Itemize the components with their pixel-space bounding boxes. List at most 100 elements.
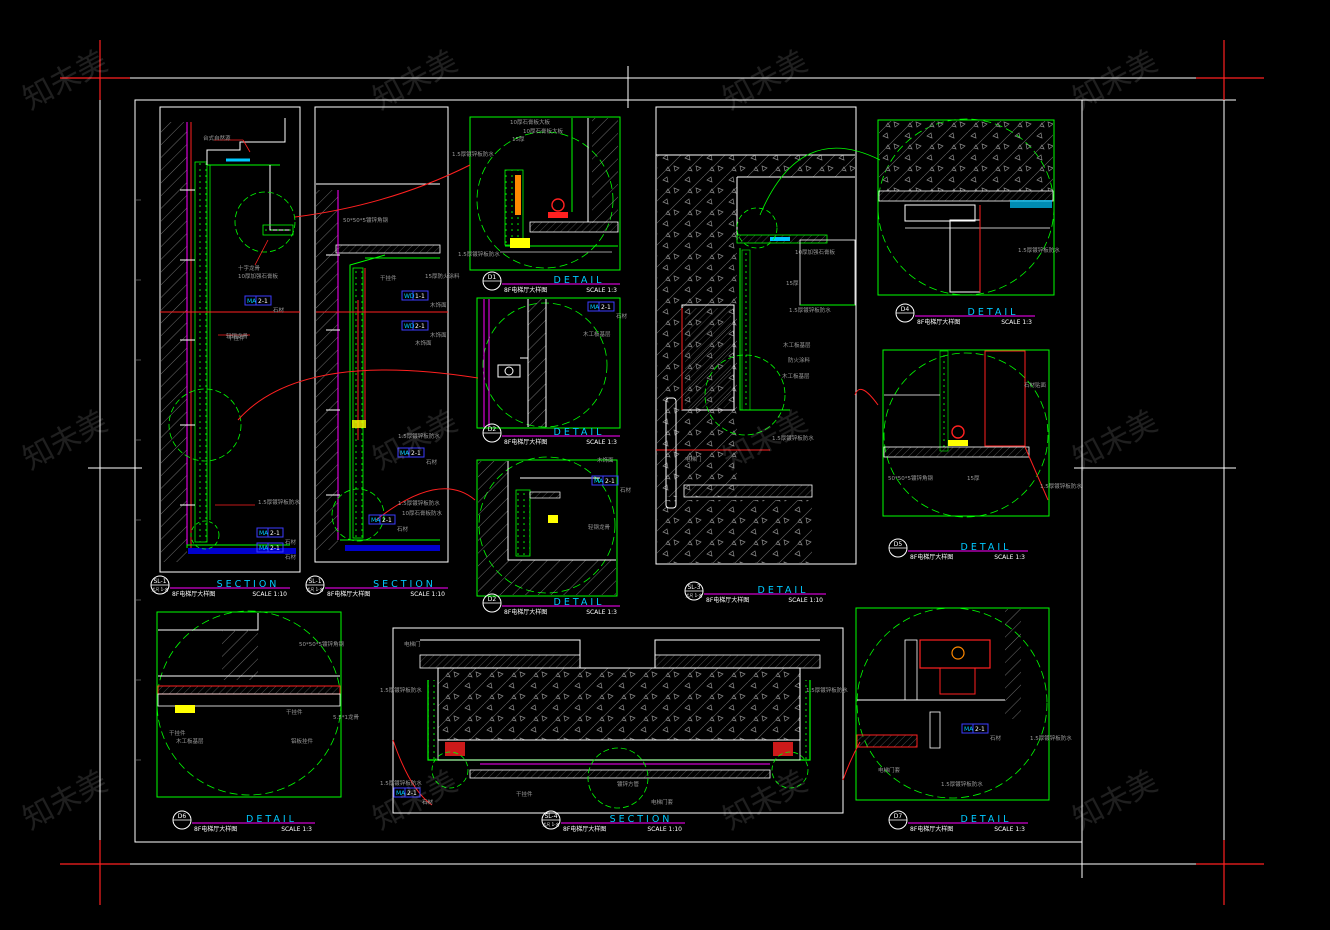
- material-tag-note: 木饰面: [430, 331, 447, 339]
- title-name: 8F电梯厅大样图: [194, 825, 237, 833]
- note-text: 50*50*5镀锌角钢: [343, 216, 388, 224]
- material-tag-ref: 1-1: [415, 293, 425, 300]
- title-scale: SCALE 1:3: [586, 287, 617, 294]
- title-code: D4: [901, 306, 910, 313]
- title-name: 8F电梯厅大样图: [706, 596, 749, 604]
- material-tag-code: MA: [400, 450, 410, 457]
- material-tag-ref: 2-1: [270, 545, 280, 552]
- title-name: 8F电梯厅大样图: [917, 318, 960, 326]
- sheet-frame: [60, 40, 1264, 905]
- detail-d2a: [476, 297, 621, 429]
- note-text: 1.5厚镀锌板防水: [258, 498, 300, 506]
- watermark-text: 知未美: [367, 764, 463, 837]
- section-sl4: [392, 627, 844, 814]
- title-scale: SCALE 1:3: [1001, 319, 1032, 326]
- reference-leaders: [237, 164, 879, 806]
- note-text: 15厚防火涂料: [425, 272, 460, 280]
- note-text: 1.5厚镀锌板防水: [1040, 482, 1082, 490]
- note-text: 10厚石膏板大板: [510, 118, 550, 126]
- section-sl1-left: [159, 106, 301, 573]
- note-text: 电梯门套: [878, 766, 901, 774]
- material-tag-ref: 2-1: [415, 323, 425, 330]
- title-name: 8F电梯厅大样图: [910, 825, 953, 833]
- note-text: 1.5厚镀锌板防水: [772, 434, 814, 442]
- material-tag-code: MA: [594, 478, 604, 485]
- material-tag-code: MA: [247, 298, 257, 305]
- title-code: D1: [488, 274, 497, 281]
- material-tag-code: MA: [371, 517, 381, 524]
- material-tag-ref: 2-1: [270, 530, 280, 537]
- material-tag-ref: 2-1: [411, 450, 421, 457]
- section-sl3: [655, 106, 881, 565]
- note-text: 十字龙骨: [238, 264, 261, 272]
- title-word: DETAIL: [554, 597, 605, 608]
- note-text: 干挂件: [516, 790, 533, 798]
- material-tag-note: 石材: [397, 525, 409, 533]
- watermark-text: 知未美: [367, 404, 463, 477]
- note-text: 石材贴面: [1024, 381, 1047, 389]
- note-text: 1.5厚镀锌板防水: [1030, 734, 1072, 742]
- note-text: 电梯门: [404, 640, 421, 648]
- note-text: 木工板基层: [783, 341, 811, 349]
- title-code: D2: [488, 596, 497, 603]
- note-text: 木饰面: [597, 456, 614, 464]
- title-code: D2: [488, 426, 497, 433]
- title-word: DETAIL: [246, 814, 297, 825]
- title-name: 8F电梯厅大样图: [327, 590, 370, 598]
- title-sheet: 式尺 1-名: [685, 592, 702, 598]
- material-tag-note: 石材: [285, 538, 297, 546]
- material-tag-note: 石材: [422, 798, 434, 806]
- title-scale: SCALE 1:3: [586, 439, 617, 446]
- note-text: 防火涂料: [788, 356, 811, 364]
- note-text: 干挂件: [228, 334, 245, 342]
- note-text: 1.5厚镀锌板防水: [398, 499, 440, 507]
- watermark-text: 知未美: [17, 764, 113, 837]
- title-word: SECTION: [373, 579, 436, 590]
- note-text: 干挂件: [380, 274, 397, 282]
- note-text: 1.5厚镀锌板防水: [789, 306, 831, 314]
- title-word: DETAIL: [554, 275, 605, 286]
- note-text: 10厚加强石膏板: [795, 248, 835, 256]
- material-tag-note: 石材: [426, 458, 438, 466]
- note-text: 50*50*5镀锌角钢: [299, 640, 344, 648]
- title-word: DETAIL: [961, 542, 1012, 553]
- note-text: 5.5*1龙骨: [333, 713, 359, 721]
- material-tag-ref: 2-1: [382, 517, 392, 524]
- title-scale: SCALE 1:3: [994, 826, 1025, 833]
- note-text: 木工板基层: [176, 737, 204, 745]
- note-text: 轻钢龙骨: [588, 523, 611, 531]
- detail-d3: [476, 456, 618, 597]
- note-text: 10厚石膏板大板: [523, 127, 563, 135]
- material-tag-ref: 2-1: [605, 478, 615, 485]
- title-code: SL-1: [308, 578, 321, 585]
- note-text: 1.5厚镀锌板防水: [941, 780, 983, 788]
- title-name: 8F电梯厅大样图: [910, 553, 953, 561]
- title-code: D7: [894, 813, 903, 820]
- title-scale: SCALE 1:3: [994, 554, 1025, 561]
- title-scale: SCALE 1:3: [586, 609, 617, 616]
- note-text: 15厚: [786, 280, 799, 287]
- title-code: SL-3: [687, 584, 700, 591]
- note-text: 木饰面: [415, 339, 432, 347]
- title-word: SECTION: [217, 579, 280, 590]
- note-text: 1.5厚镀锌板防水: [380, 779, 422, 787]
- material-tag-code: WD: [404, 323, 415, 330]
- note-text: 镀锌方管: [617, 780, 640, 788]
- title-scale: SCALE 1:10: [647, 826, 682, 833]
- detail-d6: [156, 610, 342, 798]
- title-name: 8F电梯厅大样图: [504, 438, 547, 446]
- title-sheet: 式尺 1-名: [306, 586, 323, 592]
- note-text: 台式自然源: [203, 134, 231, 142]
- note-text: 1.5厚镀锌板防水: [806, 686, 848, 694]
